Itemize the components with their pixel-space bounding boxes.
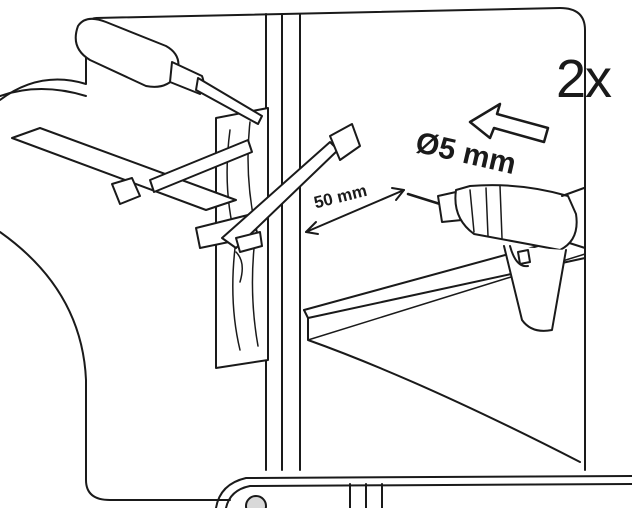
cabinet-panel xyxy=(265,13,301,471)
lower-panel xyxy=(215,475,632,508)
clamp-icon xyxy=(11,123,361,253)
drill-icon xyxy=(406,184,585,332)
outline-left xyxy=(0,88,87,97)
shelf xyxy=(303,239,586,463)
quantity-label: 2x xyxy=(556,49,612,109)
direction-arrow-icon xyxy=(468,102,550,144)
detail-bubble xyxy=(0,7,586,501)
dimension-arrow xyxy=(305,187,405,235)
screwdriver-icon xyxy=(74,17,263,125)
